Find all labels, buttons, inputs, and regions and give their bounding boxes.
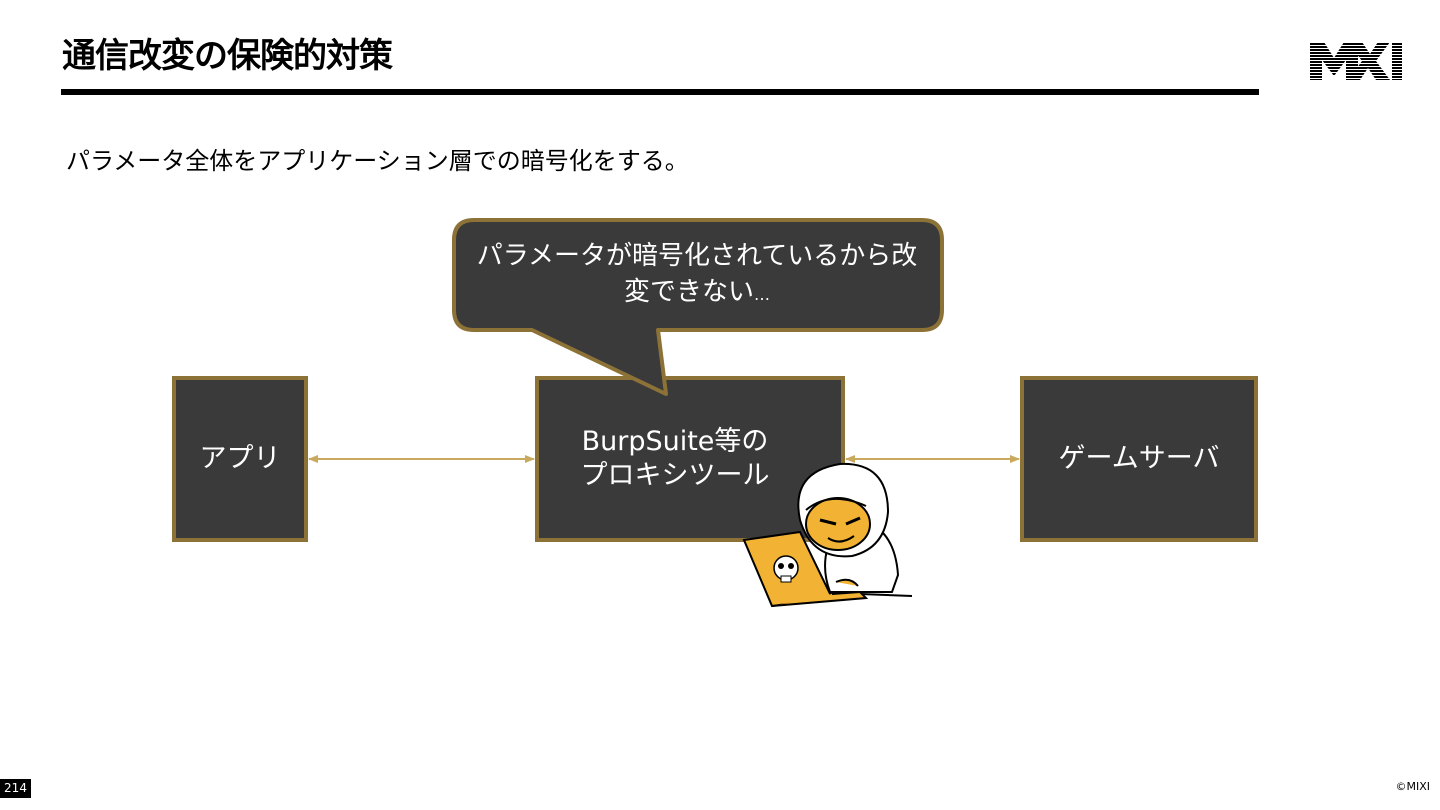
- proxy-node-label-line1: BurpSuite等の: [581, 426, 769, 457]
- server-node-label: ゲームサーバ: [1058, 443, 1220, 474]
- app-node-label: アプリ: [199, 443, 281, 474]
- speech-bubble-text: パラメータが暗号化されているから改 変できない…: [462, 238, 932, 313]
- speech-bubble-line2: 変できない…: [462, 274, 932, 313]
- game-server-node: ゲームサーバ: [1020, 376, 1258, 542]
- proxy-tool-node: BurpSuite等の プロキシツール: [535, 376, 845, 542]
- laptop-skull-icon: [742, 530, 869, 608]
- proxy-node-label: BurpSuite等の プロキシツール: [581, 425, 770, 493]
- slide-title: 通信改変の保険的対策: [62, 36, 393, 76]
- speech-bubble-ellipsis: …: [754, 285, 770, 304]
- proxy-node-label-line2: プロキシツール: [580, 460, 770, 491]
- speech-bubble-line2-text: 変できない: [623, 277, 754, 307]
- speech-bubble-line1: パラメータが暗号化されているから改: [476, 241, 918, 271]
- title-underline: [61, 89, 1259, 95]
- mixi-logo-icon: [1310, 42, 1402, 80]
- page-number: 214: [0, 779, 31, 798]
- slide-subtitle: パラメータ全体をアプリケーション層での暗号化をする。: [66, 147, 689, 175]
- app-node: アプリ: [172, 376, 308, 542]
- copyright: ©MIXI: [1395, 780, 1430, 793]
